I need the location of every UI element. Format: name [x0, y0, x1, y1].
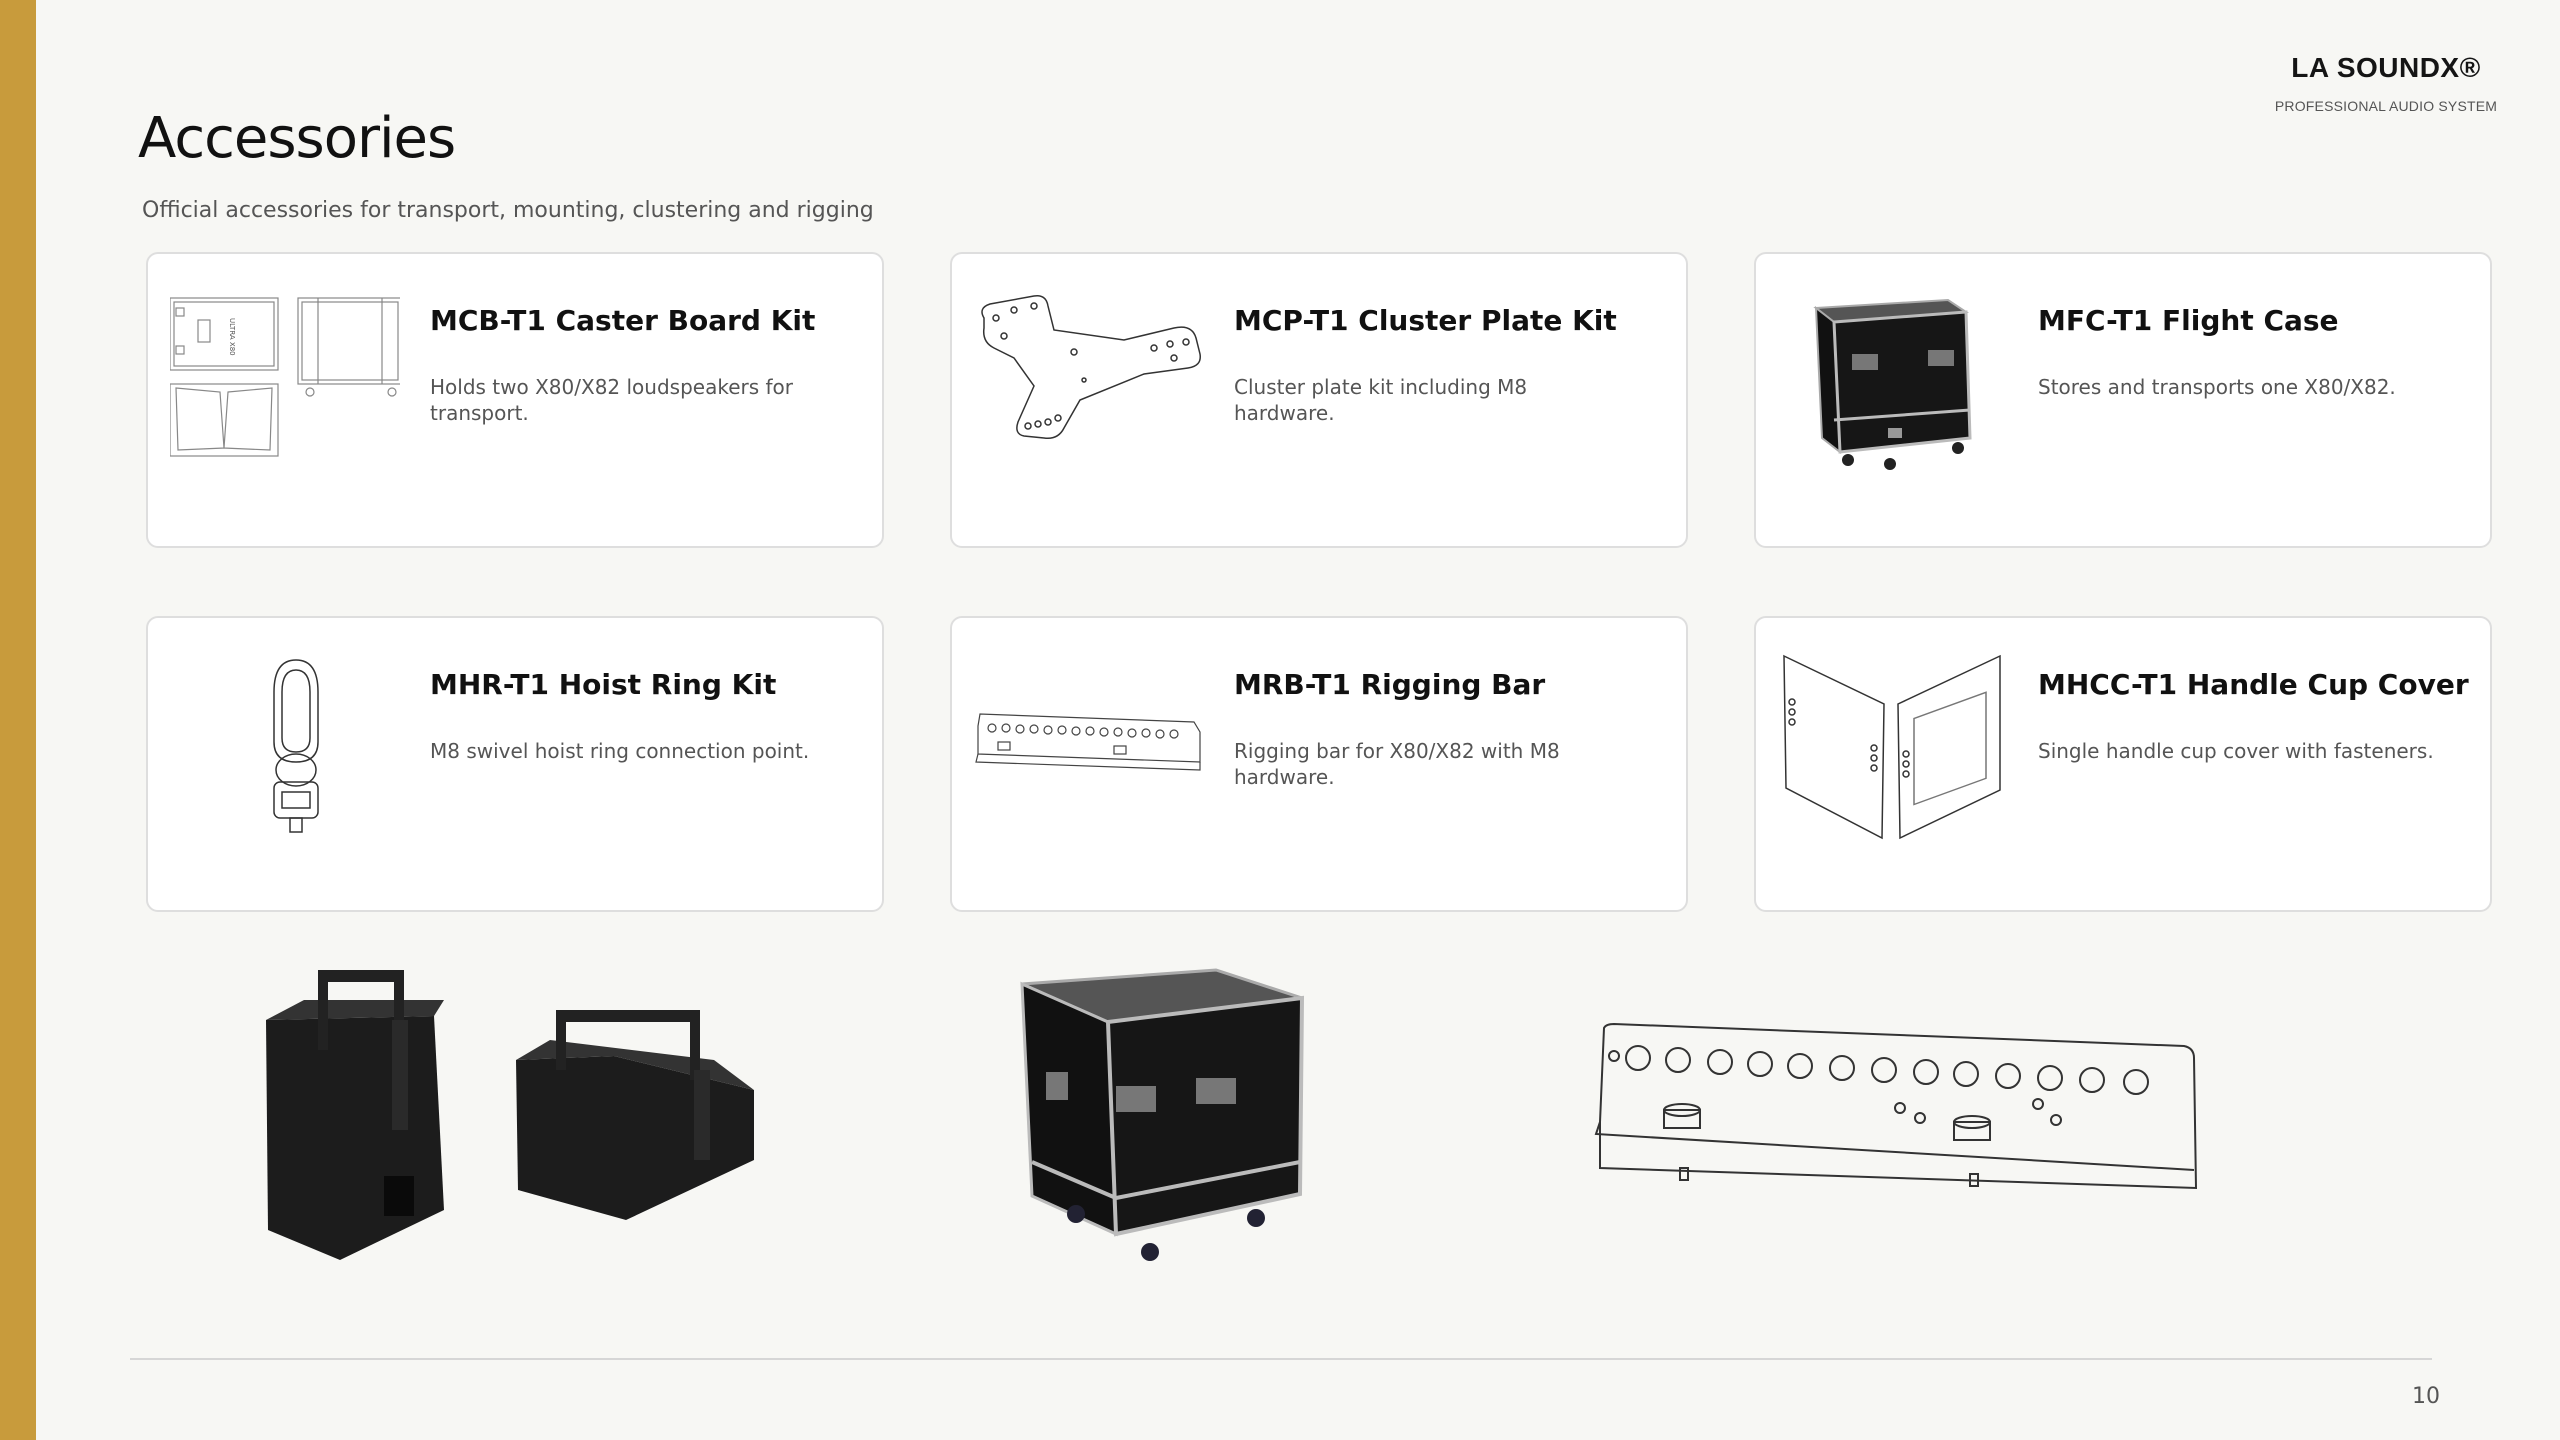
accessory-card-caster-board: ULTRA X80 MCB-T1 Caster Board Kit Holds …: [146, 252, 884, 548]
card-title: MHR-T1 Hoist Ring Kit: [430, 668, 777, 701]
cluster-plate-drawing: [974, 288, 1204, 478]
card-title: MFC-T1 Flight Case: [2038, 304, 2339, 337]
handle-cup-cover-drawing: [1778, 652, 2008, 842]
brand-name: LA SOUNDX®: [2291, 52, 2481, 83]
card-desc: Holds two X80/X82 loudspeakers for trans…: [430, 375, 794, 425]
hoist-ring-drawing: [170, 652, 400, 842]
accessory-card-rigging-bar: MRB-T1 Rigging Bar Rigging bar for X80/X…: [950, 616, 1688, 912]
accessory-card-handle-cup-cover: MHCC-T1 Handle Cup Cover Single handle c…: [1754, 616, 2492, 912]
card-desc: Rigging bar for X80/X82 with M8 hardware…: [1234, 739, 1560, 789]
accessory-card-hoist-ring: MHR-T1 Hoist Ring Kit M8 swivel hoist ri…: [146, 616, 884, 912]
card-title: MHCC-T1 Handle Cup Cover: [2038, 668, 2469, 701]
card-desc: Stores and transports one X80/X82.: [2038, 375, 2396, 399]
footer-divider: [130, 1358, 2432, 1360]
page-subtitle: Official accessories for transport, moun…: [142, 198, 874, 223]
card-desc: Single handle cup cover with fasteners.: [2038, 739, 2434, 763]
rigging-bar-drawing: [1594, 1018, 2204, 1190]
card-title: MRB-T1 Rigging Bar: [1234, 668, 1546, 701]
brand-tagline: PROFESSIONAL AUDIO SYSTEM: [2274, 98, 2498, 114]
flight-case-photo: [1016, 962, 1306, 1268]
card-desc: Cluster plate kit including M8 hardware.: [1234, 375, 1528, 425]
caster-board-drawing: ULTRA X80: [169, 288, 403, 478]
flight-case-photo: [1778, 288, 2008, 478]
card-title: MCB-T1 Caster Board Kit: [430, 304, 816, 337]
svg-text:ULTRA X80: ULTRA X80: [228, 318, 236, 356]
brand-logo: LA SOUNDX® PROFESSIONAL AUDIO SYSTEM: [2266, 52, 2506, 114]
rigging-bar-drawing: [974, 652, 1204, 842]
accent-bar: [0, 0, 36, 1440]
page-number: 10: [2412, 1384, 2440, 1409]
card-title: MCP-T1 Cluster Plate Kit: [1234, 304, 1617, 337]
accessory-card-flight-case: MFC-T1 Flight Case Stores and transports…: [1754, 252, 2492, 548]
card-desc: M8 swivel hoist ring connection point.: [430, 739, 810, 763]
speakers-with-bracket-photo: [254, 960, 774, 1270]
page-title: Accessories: [138, 106, 456, 171]
accessory-card-cluster-plate: MCP-T1 Cluster Plate Kit Cluster plate k…: [950, 252, 1688, 548]
